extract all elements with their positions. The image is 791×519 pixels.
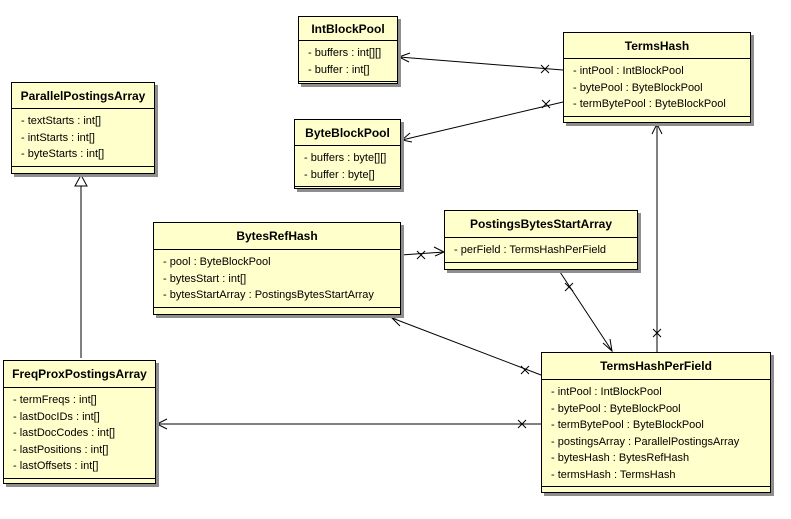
association-termshashperfield-bytesrefhash	[390, 316, 542, 376]
attribute-list: - intPool : IntBlockPool - bytePool : By…	[542, 380, 770, 487]
generalization-freqprox-parallelpostings	[74, 173, 88, 358]
attribute: - byteStarts : int[]	[21, 148, 105, 160]
association-termshash-intblockpool	[397, 52, 564, 74]
attribute: - bytesHash : BytesRefHash	[551, 452, 690, 464]
class-termshash[interactable]: TermsHash - intPool : IntBlockPool - byt…	[563, 32, 751, 123]
association-bytesrefhash-postingsbytesstartarray	[400, 246, 446, 260]
attribute-list: - buffers : byte[][] - buffer : byte[]	[295, 146, 400, 187]
attribute: - termFreqs : int[]	[13, 394, 97, 406]
attribute: - buffer : int[]	[308, 63, 370, 76]
attribute: - pool : ByteBlockPool	[163, 256, 271, 268]
attribute: - buffers : int[][]	[308, 47, 382, 59]
class-termshashperfield[interactable]: TermsHashPerField - intPool : IntBlockPo…	[541, 352, 771, 493]
class-parallelpostingsarray[interactable]: ParallelPostingsArray - textStarts : int…	[11, 82, 155, 174]
attribute-list: - perField : TermsHashPerField	[445, 238, 637, 263]
attribute: - intPool : IntBlockPool	[573, 65, 684, 77]
class-intblockpool[interactable]: IntBlockPool - buffers : int[][] - buffe…	[298, 16, 398, 84]
attribute: - buffer : byte[]	[304, 168, 375, 181]
attribute: - lastDocIDs : int[]	[13, 410, 100, 423]
class-name: IntBlockPool	[299, 17, 397, 41]
attribute-list: - intPool : IntBlockPool - bytePool : By…	[564, 59, 750, 117]
class-freqproxpostingsarray[interactable]: FreqProxPostingsArray - termFreqs : int[…	[3, 360, 156, 484]
attribute: - intStarts : int[]	[21, 131, 95, 144]
attribute: - perField : TermsHashPerField	[454, 244, 607, 256]
association-termshashperfield-freqproxpostingsarray	[155, 418, 541, 430]
association-postingsbytesstartarray-termshashperfield	[559, 271, 613, 353]
class-byteblockpool[interactable]: ByteBlockPool - buffers : byte[][] - buf…	[294, 119, 401, 189]
attribute: - termBytePool : ByteBlockPool	[551, 419, 704, 431]
attribute: - textStarts : int[]	[21, 115, 102, 127]
attribute-list: - termFreqs : int[] - lastDocIDs : int[]…	[4, 388, 155, 479]
attribute-list: - textStarts : int[] - intStarts : int[]…	[12, 109, 154, 167]
class-postingsbytesstartarray[interactable]: PostingsBytesStartArray - perField : Ter…	[444, 210, 638, 270]
class-name: PostingsBytesStartArray	[445, 211, 637, 238]
attribute: - bytesStart : int[]	[163, 272, 247, 285]
attribute: - lastPositions : int[]	[13, 443, 109, 456]
attribute: - bytePool : ByteBlockPool	[551, 402, 681, 415]
attribute: - lastOffsets : int[]	[13, 460, 99, 472]
attribute: - bytePool : ByteBlockPool	[573, 81, 703, 94]
attribute-list: - pool : ByteBlockPool - bytesStart : in…	[154, 250, 400, 308]
class-name: BytesRefHash	[154, 223, 400, 250]
attribute-list: - buffers : int[][] - buffer : int[]	[299, 41, 397, 82]
attribute: - bytesStartArray : PostingsBytesStartAr…	[163, 289, 374, 301]
association-termshashperfield-termshash	[651, 122, 663, 352]
attribute: - lastDocCodes : int[]	[13, 427, 116, 439]
class-name: FreqProxPostingsArray	[4, 361, 155, 388]
attribute: - termsHash : TermsHash	[551, 468, 676, 481]
class-name: TermsHashPerField	[542, 353, 770, 380]
attribute: - buffers : byte[][]	[304, 152, 387, 164]
attribute: - termBytePool : ByteBlockPool	[573, 98, 726, 110]
attribute: - intPool : IntBlockPool	[551, 386, 662, 398]
class-name: ParallelPostingsArray	[12, 83, 154, 109]
class-name: TermsHash	[564, 33, 750, 59]
attribute: - postingsArray : ParallelPostingsArray	[551, 435, 740, 448]
class-bytesrefhash[interactable]: BytesRefHash - pool : ByteBlockPool - by…	[153, 222, 401, 315]
class-name: ByteBlockPool	[295, 120, 400, 146]
association-termshash-byteblockpool	[400, 99, 564, 143]
